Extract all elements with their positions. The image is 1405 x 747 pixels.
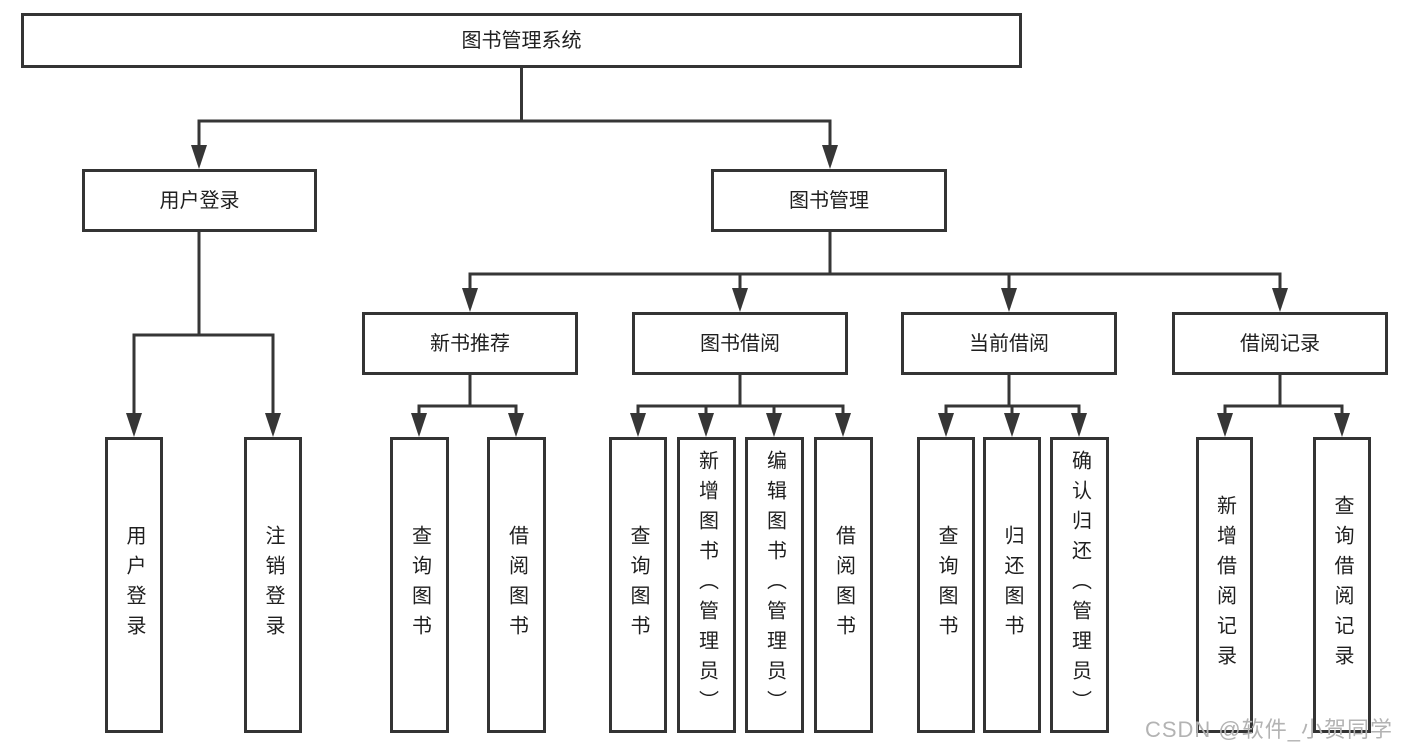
leaf-edit-books-admin-label: 编辑图书（管理员） — [763, 450, 786, 720]
node-current-borrowing: 当前借阅 — [901, 312, 1117, 375]
leaf-logout: 注销登录 — [244, 437, 302, 733]
leaf-recommend-borrow-books: 借阅图书 — [487, 437, 546, 733]
leaf-logout-label: 注销登录 — [262, 525, 284, 645]
leaf-add-books-admin: 新增图书（管理员） — [677, 437, 736, 733]
node-book-management: 图书管理 — [711, 169, 947, 232]
leaf-borrowing-query-books-label: 查询图书 — [627, 525, 649, 645]
leaf-add-borrow-record-label: 新增借阅记录 — [1213, 495, 1236, 675]
node-library-system-label: 图书管理系统 — [461, 29, 582, 52]
node-new-book-recommend: 新书推荐 — [362, 312, 578, 375]
arrowheads — [126, 145, 1350, 437]
leaf-add-books-admin-label: 新增图书（管理员） — [695, 450, 718, 720]
node-borrowing-records-label: 借阅记录 — [1240, 332, 1320, 355]
node-book-borrowing: 图书借阅 — [632, 312, 848, 375]
node-book-management-label: 图书管理 — [789, 189, 869, 212]
leaf-recommend-query-books: 查询图书 — [390, 437, 449, 733]
leaf-recommend-query-books-label: 查询图书 — [408, 525, 431, 645]
leaf-current-query-books-label: 查询图书 — [935, 525, 957, 645]
leaf-recommend-borrow-books-label: 借阅图书 — [505, 525, 528, 645]
leaf-user-login: 用户登录 — [105, 437, 163, 733]
leaf-confirm-return-admin-label: 确认归还（管理员） — [1068, 450, 1091, 720]
leaf-return-books: 归还图书 — [983, 437, 1041, 733]
leaf-query-borrow-record-label: 查询借阅记录 — [1331, 495, 1353, 675]
leaf-borrowing-borrow-books: 借阅图书 — [814, 437, 873, 733]
node-new-book-recommend-label: 新书推荐 — [430, 332, 510, 355]
leaf-query-borrow-record: 查询借阅记录 — [1313, 437, 1371, 733]
csdn-watermark: CSDN @软件_小贺同学 — [1144, 717, 1393, 742]
node-library-system: 图书管理系统 — [21, 13, 1022, 68]
leaf-borrowing-borrow-books-label: 借阅图书 — [832, 525, 855, 645]
node-user-login-label: 用户登录 — [159, 189, 240, 212]
leaf-current-query-books: 查询图书 — [917, 437, 975, 733]
node-book-borrowing-label: 图书借阅 — [700, 332, 780, 355]
node-borrowing-records: 借阅记录 — [1172, 312, 1388, 375]
leaf-return-books-label: 归还图书 — [1001, 525, 1023, 645]
leaf-user-login-label: 用户登录 — [123, 525, 145, 645]
node-current-borrowing-label: 当前借阅 — [969, 332, 1049, 355]
leaf-confirm-return-admin: 确认归还（管理员） — [1050, 437, 1109, 733]
leaf-add-borrow-record: 新增借阅记录 — [1196, 437, 1253, 733]
leaf-borrowing-query-books: 查询图书 — [609, 437, 667, 733]
node-user-login: 用户登录 — [82, 169, 317, 232]
leaf-edit-books-admin: 编辑图书（管理员） — [745, 437, 804, 733]
